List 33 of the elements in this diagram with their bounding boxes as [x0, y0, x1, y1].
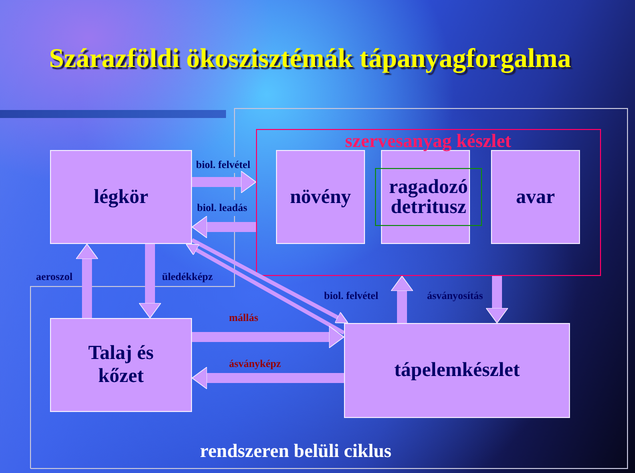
- arrow: [192, 326, 344, 348]
- group-frame: [256, 129, 601, 276]
- node-label: tápelemkészlet: [394, 359, 520, 382]
- group-title: szervesanyag készlet: [345, 131, 512, 152]
- title: Szárazföldi ökoszisztémák tápanyagforgalma: [48, 42, 572, 74]
- edge-label: aeroszol: [36, 272, 73, 284]
- node-label: növény: [290, 186, 352, 208]
- process-box: [276, 150, 365, 244]
- arrow: [192, 366, 344, 390]
- arrow: [191, 238, 349, 325]
- arrow: [76, 244, 98, 318]
- edge-label: mállás: [229, 313, 258, 325]
- node-label: ragadozó detritusz: [375, 168, 482, 226]
- edge-label: biol. felvétel: [196, 160, 250, 172]
- edge-label: üledékképz: [162, 272, 213, 284]
- edge-label: ásványosítás: [427, 291, 484, 303]
- arrow: [192, 216, 256, 238]
- arrow: [185, 242, 345, 335]
- arrow: [192, 170, 256, 194]
- node-label: légkör: [94, 186, 148, 208]
- node-label: avar: [516, 186, 555, 208]
- arrow: [486, 276, 508, 324]
- node-label: Talaj és kőzet: [87, 342, 155, 388]
- arrow: [390, 276, 414, 323]
- process-box: [344, 323, 570, 418]
- process-box: [50, 318, 192, 412]
- process-box: [491, 150, 580, 244]
- arrow: [138, 244, 162, 318]
- edge-label: biol. felvétel: [324, 291, 378, 303]
- edge-label: ásványképz: [229, 359, 281, 371]
- frame-label: rendszeren belüli ciklus: [200, 441, 392, 462]
- edge-label: biol. leadás: [197, 203, 248, 215]
- cycle-frame: [30, 108, 628, 469]
